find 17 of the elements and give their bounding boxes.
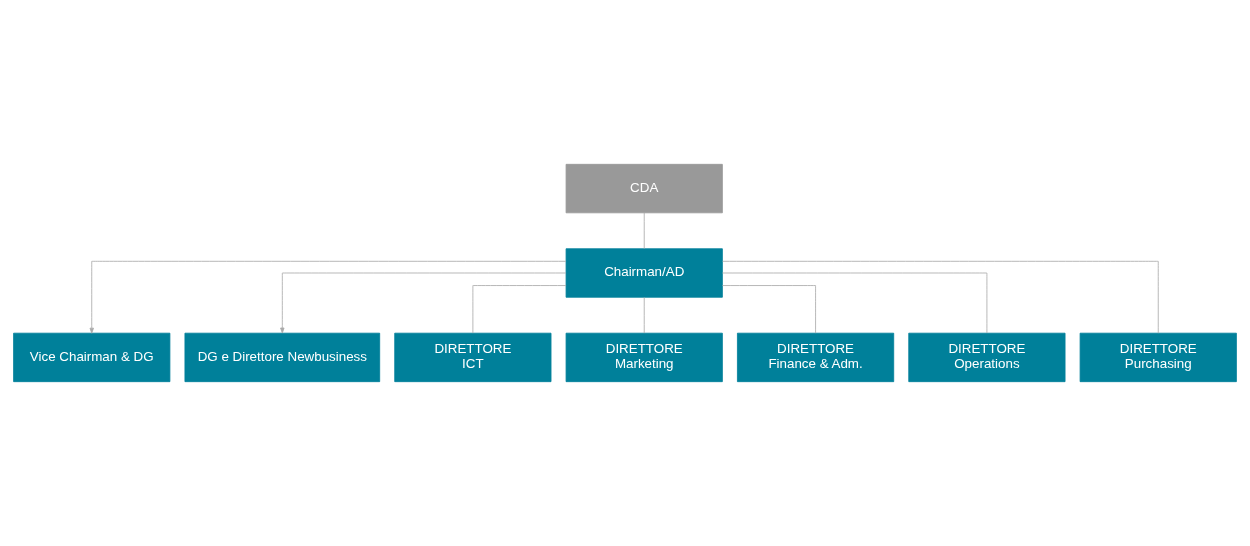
arrow [89,260,567,334]
node-box: DIRETTORE ICT [394,332,552,383]
connector [722,260,1159,334]
node-box: DIRETTORE Marketing [565,332,723,383]
arrow [280,272,567,334]
connector [643,297,645,334]
node-box: DIRETTORE Operations [908,332,1066,383]
node-box: DIRETTORE Finance & Adm. [737,332,895,383]
connector [722,272,988,334]
node-box: CDA [565,163,723,214]
node-box: DIRETTORE Purchasing [1079,332,1237,383]
connector [643,212,645,250]
node-box: Vice Chairman & DG [13,332,171,383]
connector [721,285,816,334]
node-box: Chairman/AD [565,248,723,298]
connector [472,285,567,334]
node-box: DG e Direttore Newbusiness [184,332,381,383]
